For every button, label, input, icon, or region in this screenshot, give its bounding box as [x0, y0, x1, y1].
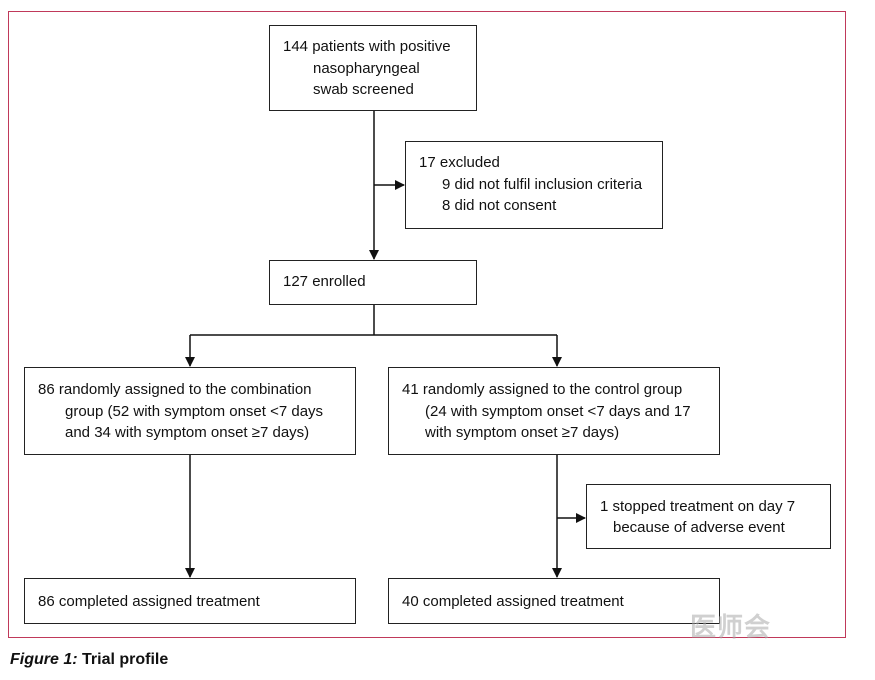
- box-excluded-line-1: 17 excluded: [419, 154, 500, 171]
- box-combination-line-2: group (52 with symptom onset <7 days: [65, 403, 324, 420]
- figure-frame: [8, 11, 846, 638]
- watermark-logo: 医师会: [690, 612, 772, 642]
- box-completed-control: 40 completed assigned treatment: [388, 578, 720, 624]
- box-completed-control-line-1: 40 completed assigned treatment: [402, 593, 624, 610]
- box-combination-line-3: and 34 with symptom onset ≥7 days): [65, 424, 310, 441]
- box-stopped-line-1: 1 stopped treatment on day 7: [600, 498, 796, 515]
- box-screened: 144 patients with positive nasopharyngea…: [269, 25, 477, 111]
- box-combination-line-1: 86 randomly assigned to the combination: [38, 381, 312, 398]
- box-screened-line-2: nasopharyngeal: [313, 60, 420, 77]
- box-enrolled-line-1: 127 enrolled: [283, 273, 366, 290]
- box-excluded: 17 excluded 9 did not fulfil inclusion c…: [405, 141, 663, 229]
- box-stopped-treatment: 1 stopped treatment on day 7 because of …: [586, 484, 831, 549]
- box-control-line-3: with symptom onset ≥7 days): [425, 424, 620, 441]
- box-completed-combination: 86 completed assigned treatment: [24, 578, 356, 624]
- box-excluded-line-2: 9 did not fulfil inclusion criteria: [442, 176, 643, 193]
- box-enrolled: 127 enrolled: [269, 260, 477, 305]
- box-control-line-1: 41 randomly assigned to the control grou…: [402, 381, 683, 398]
- figure-caption-label: Figure 1:: [10, 651, 78, 668]
- box-excluded-line-3: 8 did not consent: [442, 197, 557, 214]
- box-stopped-line-2: because of adverse event: [613, 519, 785, 536]
- box-screened-line-1: 144 patients with positive: [283, 38, 451, 55]
- figure-caption: Figure 1: Trial profile: [10, 651, 168, 669]
- box-completed-combination-line-1: 86 completed assigned treatment: [38, 593, 260, 610]
- box-screened-line-3: swab screened: [313, 81, 414, 98]
- box-control-line-2: (24 with symptom onset <7 days and 17: [425, 403, 691, 420]
- figure-caption-title: Trial profile: [77, 651, 169, 668]
- box-combination-group: 86 randomly assigned to the combination …: [24, 367, 356, 455]
- box-control-group: 41 randomly assigned to the control grou…: [388, 367, 720, 455]
